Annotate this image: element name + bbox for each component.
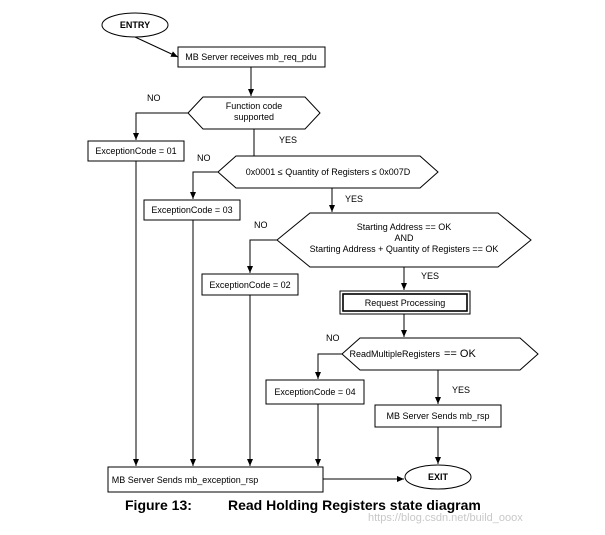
- quantity-decision: 0x0001 ≤ Quantity of Registers ≤ 0x007D: [217, 155, 439, 189]
- svg-text:ExceptionCode = 04: ExceptionCode = 04: [274, 387, 355, 397]
- read-registers-decision: ReadMultipleRegisters == OK: [341, 337, 539, 371]
- svg-text:0x0001 ≤ Quantity of Registers: 0x0001 ≤ Quantity of Registers ≤ 0x007D: [246, 167, 411, 177]
- svg-text:MB Server receives mb_req_pdu: MB Server receives mb_req_pdu: [185, 52, 317, 62]
- edge-address-no: [247, 239, 277, 273]
- svg-text:MB Server Sends mb_exception_r: MB Server Sends mb_exception_rsp: [112, 475, 259, 485]
- svg-text:== OK: == OK: [444, 348, 476, 360]
- label-address-yes: YES: [421, 271, 439, 281]
- edge-quantity-no: [190, 171, 218, 199]
- send-exception-response-box: MB Server Sends mb_exception_rsp: [107, 466, 324, 493]
- svg-text:Starting Address == OK: Starting Address == OK: [357, 222, 452, 232]
- svg-text:MB Server Sends mb_rsp: MB Server Sends mb_rsp: [386, 411, 489, 421]
- exception-code-01-box: ExceptionCode = 01: [87, 140, 185, 162]
- label-function-no: NO: [147, 93, 161, 103]
- figure-caption: Figure 13: Read Holding Registers state d…: [125, 497, 481, 513]
- send-response-box: MB Server Sends mb_rsp: [374, 404, 502, 428]
- label-quantity-yes: YES: [345, 194, 363, 204]
- svg-text:ReadMultipleRegisters: ReadMultipleRegisters: [349, 349, 440, 359]
- exception-code-03-box: ExceptionCode = 03: [143, 199, 241, 221]
- svg-text:Starting Address + Quantity of: Starting Address + Quantity of Registers…: [310, 244, 499, 254]
- edge-read-no: [315, 353, 342, 379]
- receive-request-box: MB Server receives mb_req_pdu: [177, 46, 326, 68]
- svg-text:AND: AND: [394, 233, 414, 243]
- exit-node: EXIT: [404, 464, 472, 490]
- exception-code-02-box: ExceptionCode = 02: [201, 273, 299, 296]
- request-processing-box: Request Processing: [339, 290, 471, 315]
- svg-text:ExceptionCode = 03: ExceptionCode = 03: [151, 205, 232, 215]
- label-address-no: NO: [254, 220, 268, 230]
- svg-text:ENTRY: ENTRY: [120, 20, 150, 30]
- label-quantity-no: NO: [197, 153, 211, 163]
- label-read-no: NO: [326, 333, 340, 343]
- svg-text:ExceptionCode = 01: ExceptionCode = 01: [95, 146, 176, 156]
- edge-entry-to-receive: [134, 36, 179, 58]
- label-function-yes: YES: [279, 135, 297, 145]
- figure-number: Figure 13:: [125, 497, 192, 513]
- watermark: https://blog.csdn.net/build_ooox: [368, 512, 523, 524]
- entry-node: ENTRY: [101, 12, 169, 38]
- function-code-decision: Function code supported: [187, 96, 321, 130]
- edge-function-no: [133, 112, 188, 140]
- svg-text:Function code: Function code: [226, 101, 283, 111]
- svg-text:ExceptionCode = 02: ExceptionCode = 02: [209, 280, 290, 290]
- svg-text:Request Processing: Request Processing: [365, 298, 446, 308]
- address-decision: Starting Address == OK AND Starting Addr…: [276, 212, 532, 268]
- exception-code-04-box: ExceptionCode = 04: [265, 379, 365, 405]
- svg-text:supported: supported: [234, 112, 274, 122]
- svg-text:EXIT: EXIT: [428, 472, 449, 482]
- label-read-yes: YES: [452, 385, 470, 395]
- figure-title: Read Holding Registers state diagram: [228, 497, 481, 513]
